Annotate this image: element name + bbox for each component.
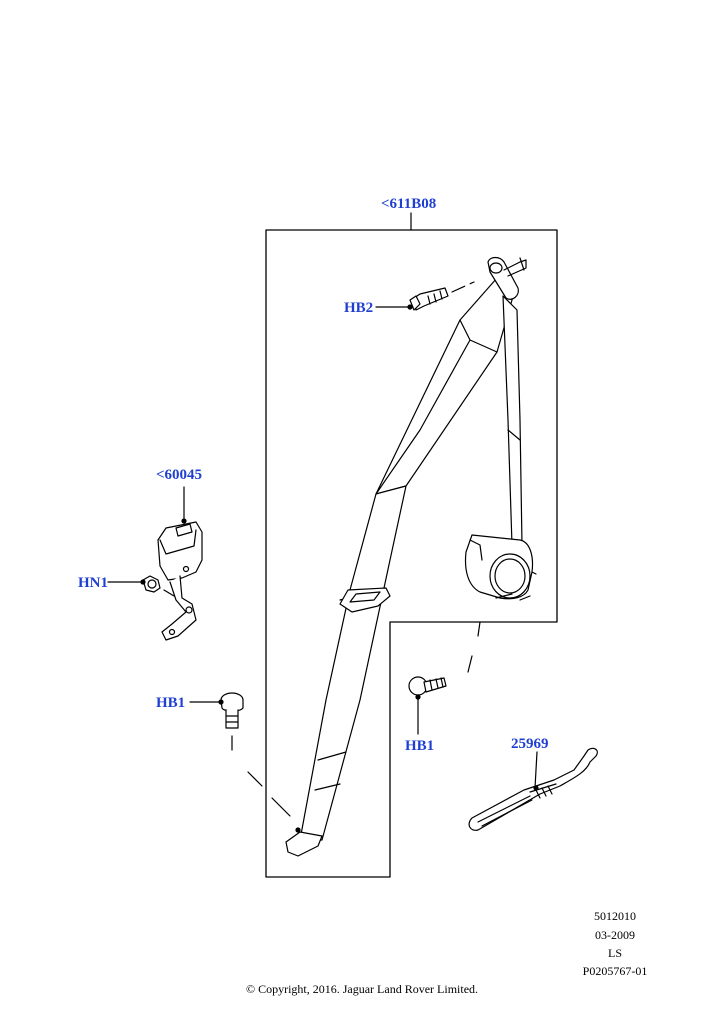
seat-belt-webbing <box>299 277 523 841</box>
lower-bolt-left <box>220 692 244 729</box>
special-tool <box>468 747 598 831</box>
hb1-right-dash <box>467 655 473 673</box>
hb1-left-dash3 <box>271 797 291 817</box>
hb1-left-dash2 <box>247 771 263 787</box>
footer-ref-line2: 03-2009 <box>595 928 635 942</box>
assembly-bracket-outline <box>265 229 558 878</box>
nut <box>142 575 175 597</box>
tool-leader-line <box>534 751 538 789</box>
copyright-notice: © Copyright, 2016. Jaguar Land Rover Lim… <box>245 982 479 996</box>
floor-anchor <box>285 827 323 857</box>
callout-upper-bolt: HB2 <box>344 300 374 316</box>
hb1-right-dash2 <box>477 621 481 637</box>
belt-guide <box>339 587 391 613</box>
buckle-assembly <box>157 521 203 641</box>
retractor-reel <box>464 534 537 601</box>
upper-bolt <box>409 281 475 311</box>
footer-ref-line3: LS <box>607 946 622 960</box>
footer-ref-line4: P0205767-01 <box>582 964 648 978</box>
callout-lower-bolt-left: HB1 <box>156 695 186 711</box>
callout-lower-bolt-right: HB1 <box>405 738 435 754</box>
callout-nut: HN1 <box>78 575 108 591</box>
lower-bolt-right <box>408 676 447 696</box>
callout-buckle: <60045 <box>156 467 203 483</box>
footer-ref-line1: 5012010 <box>594 909 636 923</box>
callout-belt-assembly: <611B08 <box>381 196 437 212</box>
upper-anchor <box>487 256 527 300</box>
callout-tool: 25969 <box>511 736 549 752</box>
